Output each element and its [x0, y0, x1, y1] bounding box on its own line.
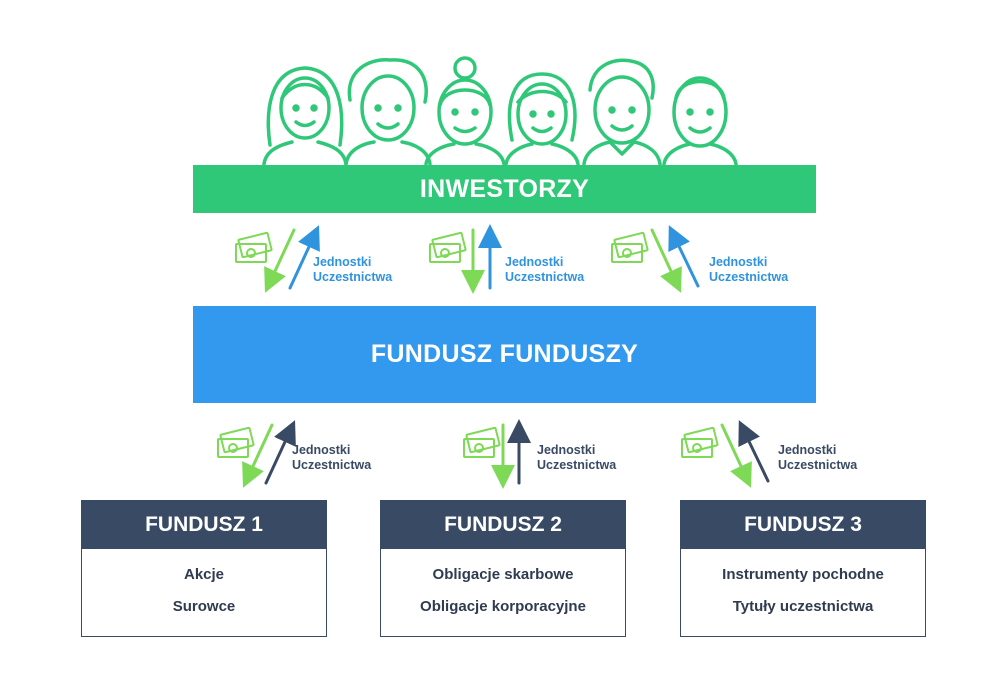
fund-asset-list: Obligacje skarbowe Obligacje korporacyjn…	[381, 549, 625, 615]
fund-asset-item: Obligacje korporacyjne	[420, 598, 586, 615]
fund-box-3: FUNDUSZ 3 Instrumenty pochodne Tytuły uc…	[680, 500, 926, 637]
arrow-down-icon	[720, 423, 752, 488]
fund-asset-item: Surowce	[172, 598, 236, 615]
money-icon	[217, 426, 255, 458]
fund-asset-list: Akcje Surowce	[82, 549, 326, 615]
upper-flow-label: Jednostki Uczestnictwa	[313, 255, 393, 284]
arrow-down-icon	[650, 228, 682, 293]
person-icon	[504, 72, 580, 166]
person-icon	[344, 58, 432, 166]
fund-box-1: FUNDUSZ 1 Akcje Surowce	[81, 500, 327, 637]
fund-of-funds-band: FUNDUSZ FUNDUSZY	[193, 306, 816, 403]
arrow-up-icon	[288, 225, 320, 290]
fund-title: FUNDUSZ 2	[381, 501, 625, 549]
fund-asset-item: Akcje	[183, 566, 225, 583]
person-icon	[424, 56, 506, 166]
lower-flow-label: Jednostki Uczestnictwa	[537, 443, 617, 472]
person-icon	[262, 66, 348, 166]
arrow-down-icon	[242, 423, 274, 488]
arrow-up-icon	[264, 420, 296, 485]
fund-box-2: FUNDUSZ 2 Obligacje skarbowe Obligacje k…	[380, 500, 626, 637]
person-icon	[582, 58, 662, 166]
arrow-up-icon	[668, 225, 700, 288]
fund-asset-item: Instrumenty pochodne	[722, 566, 884, 583]
fund-asset-item: Obligacje skarbowe	[432, 566, 574, 583]
lower-flow-label: Jednostki Uczestnictwa	[778, 443, 858, 472]
fund-of-funds-label: FUNDUSZ FUNDUSZY	[370, 340, 639, 368]
upper-flows-graphics	[235, 224, 700, 294]
arrow-up-icon	[738, 420, 770, 483]
money-icon	[429, 231, 467, 263]
money-icon	[681, 426, 719, 458]
money-icon	[611, 231, 649, 263]
upper-flow-label: Jednostki Uczestnictwa	[709, 255, 789, 284]
lower-flows-graphics	[217, 419, 770, 489]
fund-title: FUNDUSZ 3	[681, 501, 925, 549]
arrow-down-icon	[264, 228, 296, 293]
fund-title: FUNDUSZ 1	[82, 501, 326, 549]
money-icon	[463, 426, 501, 458]
lower-flow-label: Jednostki Uczestnictwa	[292, 443, 372, 472]
investors-illustration	[262, 56, 738, 166]
fund-asset-list: Instrumenty pochodne Tytuły uczestnictwa	[681, 549, 925, 615]
investors-band: INWESTORZY	[193, 165, 816, 213]
fund-asset-item: Tytuły uczestnictwa	[732, 598, 874, 615]
upper-flow-label: Jednostki Uczestnictwa	[505, 255, 585, 284]
money-icon	[235, 231, 273, 263]
person-icon	[662, 76, 738, 166]
investors-label: INWESTORZY	[419, 174, 590, 203]
